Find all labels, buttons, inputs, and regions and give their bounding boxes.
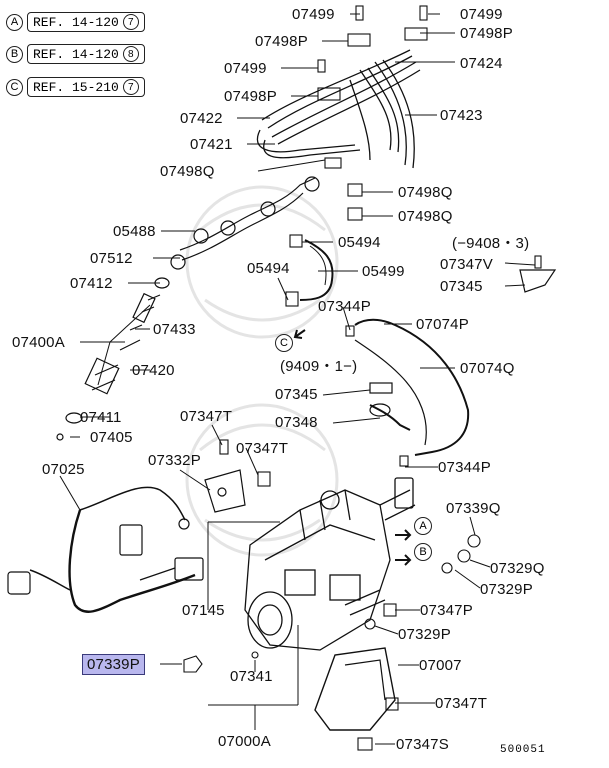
part-label[interactable]: 07348 <box>275 414 318 431</box>
bolts-nuts <box>183 5 542 751</box>
part-label[interactable]: 07345 <box>440 278 483 295</box>
part-label[interactable]: 07332P <box>148 452 201 469</box>
part-label[interactable]: 07007 <box>419 657 462 674</box>
ref-marker-c: C <box>275 334 293 352</box>
part-label[interactable]: 07025 <box>42 461 85 478</box>
ref-mark-b: B <box>6 45 23 63</box>
ref-text-a: REF. 14-120 <box>33 14 119 30</box>
part-label[interactable]: 07412 <box>70 275 113 292</box>
part-label[interactable]: 07499 <box>224 60 267 77</box>
part-label[interactable]: 07329P <box>480 581 533 598</box>
part-label[interactable]: 07400A <box>12 334 65 351</box>
ref-text-b: REF. 14-120 <box>33 46 119 62</box>
part-label[interactable]: 07000A <box>218 733 271 750</box>
part-label[interactable]: 07420 <box>132 362 175 379</box>
ref-text-c: REF. 15-210 <box>33 79 119 95</box>
diagram-code: 500051 <box>500 744 546 756</box>
ref-num-b: 8 <box>122 46 139 62</box>
part-label[interactable]: 07498Q <box>398 184 453 201</box>
part-label[interactable]: 07347T <box>236 440 289 457</box>
ref-marker-a: A <box>414 517 432 535</box>
part-label[interactable]: 07498P <box>460 25 513 42</box>
part-label[interactable]: 07498P <box>255 33 308 50</box>
leader-lines <box>59 13 536 745</box>
part-label[interactable]: 07344P <box>318 298 371 315</box>
ref-marker-b: B <box>414 543 432 561</box>
ref-num-a: 7 <box>122 14 139 30</box>
part-label[interactable]: 07512 <box>90 250 133 267</box>
part-label[interactable]: 07347V <box>440 256 493 273</box>
injection-pump-body <box>244 477 416 651</box>
part-label[interactable]: 07421 <box>190 136 233 153</box>
part-label[interactable]: 07424 <box>460 55 503 72</box>
part-label[interactable]: 07498Q <box>160 163 215 180</box>
part-label[interactable]: 07405 <box>90 429 133 446</box>
part-label[interactable]: 07074P <box>416 316 469 333</box>
part-label[interactable]: 07347T <box>435 695 488 712</box>
part-label[interactable]: 07347S <box>396 736 449 753</box>
part-label[interactable]: 05488 <box>113 223 156 240</box>
ref-mark-a: A <box>6 13 23 31</box>
part-label[interactable]: 07339Q <box>446 500 501 517</box>
part-label[interactable]: 07329Q <box>490 560 545 577</box>
part-label[interactable]: 07498P <box>224 88 277 105</box>
part-label[interactable]: 07433 <box>153 321 196 338</box>
part-label[interactable]: 07499 <box>292 6 335 23</box>
part-label[interactable]: 07347P <box>420 602 473 619</box>
injection-pipes <box>256 49 421 169</box>
ref-num-c: 7 <box>122 79 139 95</box>
part-label[interactable]: 07074Q <box>460 360 515 377</box>
part-label[interactable]: 07411 <box>80 409 122 426</box>
part-label[interactable]: (−9408・3) <box>452 235 530 252</box>
part-label[interactable]: 07423 <box>440 107 483 124</box>
part-label[interactable]: 07344P <box>438 459 491 476</box>
part-label[interactable]: 07341 <box>230 668 273 685</box>
part-label[interactable]: 07499 <box>460 6 503 23</box>
part-label[interactable]: 05494 <box>247 260 290 277</box>
part-label[interactable]: 07422 <box>180 110 223 127</box>
part-label[interactable]: 07347T <box>180 408 233 425</box>
part-label[interactable]: 05494 <box>338 234 381 251</box>
part-label[interactable]: 07345 <box>275 386 318 403</box>
part-label[interactable]: (9409・1−) <box>280 358 358 375</box>
part-label[interactable]: 07329P <box>398 626 451 643</box>
part-label-highlighted[interactable]: 07339P <box>82 654 145 675</box>
part-label[interactable]: 05499 <box>362 263 405 280</box>
ref-mark-c: C <box>6 78 23 96</box>
part-label[interactable]: 07145 <box>182 602 225 619</box>
part-label[interactable]: 07498Q <box>398 208 453 225</box>
